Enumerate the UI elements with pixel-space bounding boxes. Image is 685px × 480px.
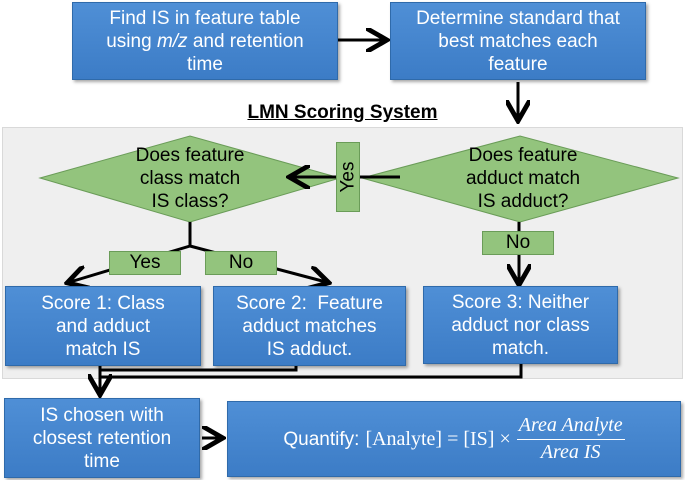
score2-line2: adduct matches bbox=[242, 315, 377, 337]
score3-line2: adduct nor class bbox=[451, 314, 590, 336]
find-is-line1: Find IS in feature table bbox=[109, 7, 301, 29]
score2-box: Score 2: Feature adduct matches IS adduc… bbox=[213, 286, 406, 366]
quantify-denominator: Area IS bbox=[540, 441, 601, 463]
quantify-lhs: [Analyte] = [IS] × bbox=[365, 427, 511, 450]
determine-line2: best matches each bbox=[438, 30, 598, 52]
find-is-line2a: using bbox=[106, 30, 157, 52]
determine-line1: Determine standard that bbox=[416, 7, 620, 29]
quantify-numerator: Area Analyte bbox=[516, 414, 625, 440]
score3-line3: match. bbox=[491, 337, 549, 359]
find-is-line3: time bbox=[187, 53, 223, 75]
determine-standard-box: Determine standard that best matches eac… bbox=[390, 2, 646, 80]
no-middle-label: No bbox=[205, 251, 277, 275]
yes-left-text: Yes bbox=[129, 252, 161, 273]
yes-rotated-label: Yes bbox=[336, 142, 360, 212]
line-score2-merge bbox=[100, 366, 298, 372]
yes-left-label: Yes bbox=[109, 251, 181, 275]
score1-line1: Score 1: Class bbox=[41, 292, 165, 314]
no-middle-text: No bbox=[228, 252, 254, 273]
find-is-line2b: and retention bbox=[187, 30, 304, 52]
yes-rotated-text: Yes bbox=[337, 161, 358, 193]
quantify-box: Quantify: [Analyte] = [IS] × Area Analyt… bbox=[227, 401, 681, 477]
class-match-line3: IS class? bbox=[151, 191, 229, 212]
score1-box: Score 1: Class and adduct match IS bbox=[5, 286, 201, 366]
class-match-line2: class match bbox=[139, 168, 241, 189]
score2-line3: IS adduct. bbox=[266, 338, 353, 360]
score1-line3: match IS bbox=[65, 338, 141, 360]
quantify-fraction: Area Analyte Area IS bbox=[516, 414, 625, 464]
adduct-match-line3: IS adduct? bbox=[477, 191, 569, 212]
score3-box: Score 3: Neither adduct nor class match. bbox=[423, 286, 618, 364]
find-is-box: Find IS in feature table using m/z and r… bbox=[72, 2, 338, 80]
quantify-formula: Quantify: [Analyte] = [IS] × Area Analyt… bbox=[283, 414, 625, 464]
adduct-match-text: Does feature adduct match IS adduct? bbox=[428, 144, 618, 213]
no-right-label: No bbox=[482, 231, 554, 255]
class-match-text: Does feature class match IS class? bbox=[100, 144, 280, 213]
section-title: LMN Scoring System bbox=[247, 102, 438, 123]
adduct-match-diamond bbox=[360, 135, 680, 223]
is-chosen-box: IS chosen with closest retention time bbox=[4, 398, 200, 478]
is-chosen-line3: time bbox=[84, 450, 120, 472]
score1-line2: and adduct bbox=[55, 315, 150, 337]
score3-line1: Score 3: Neither bbox=[451, 291, 590, 313]
class-match-line1: Does feature bbox=[135, 145, 245, 166]
is-chosen-line2: closest retention bbox=[32, 427, 172, 449]
find-is-mz: m/z bbox=[156, 30, 188, 52]
no-right-text: No bbox=[505, 232, 531, 253]
adduct-match-line1: Does feature bbox=[468, 145, 578, 166]
quantify-prefix: Quantify: bbox=[283, 428, 360, 450]
score2-line1: Score 2: Feature bbox=[236, 292, 383, 314]
line-score3-merge bbox=[100, 364, 523, 379]
adduct-match-line2: adduct match bbox=[465, 168, 581, 189]
is-chosen-line1: IS chosen with bbox=[40, 404, 164, 426]
determine-line3: feature bbox=[488, 53, 548, 75]
